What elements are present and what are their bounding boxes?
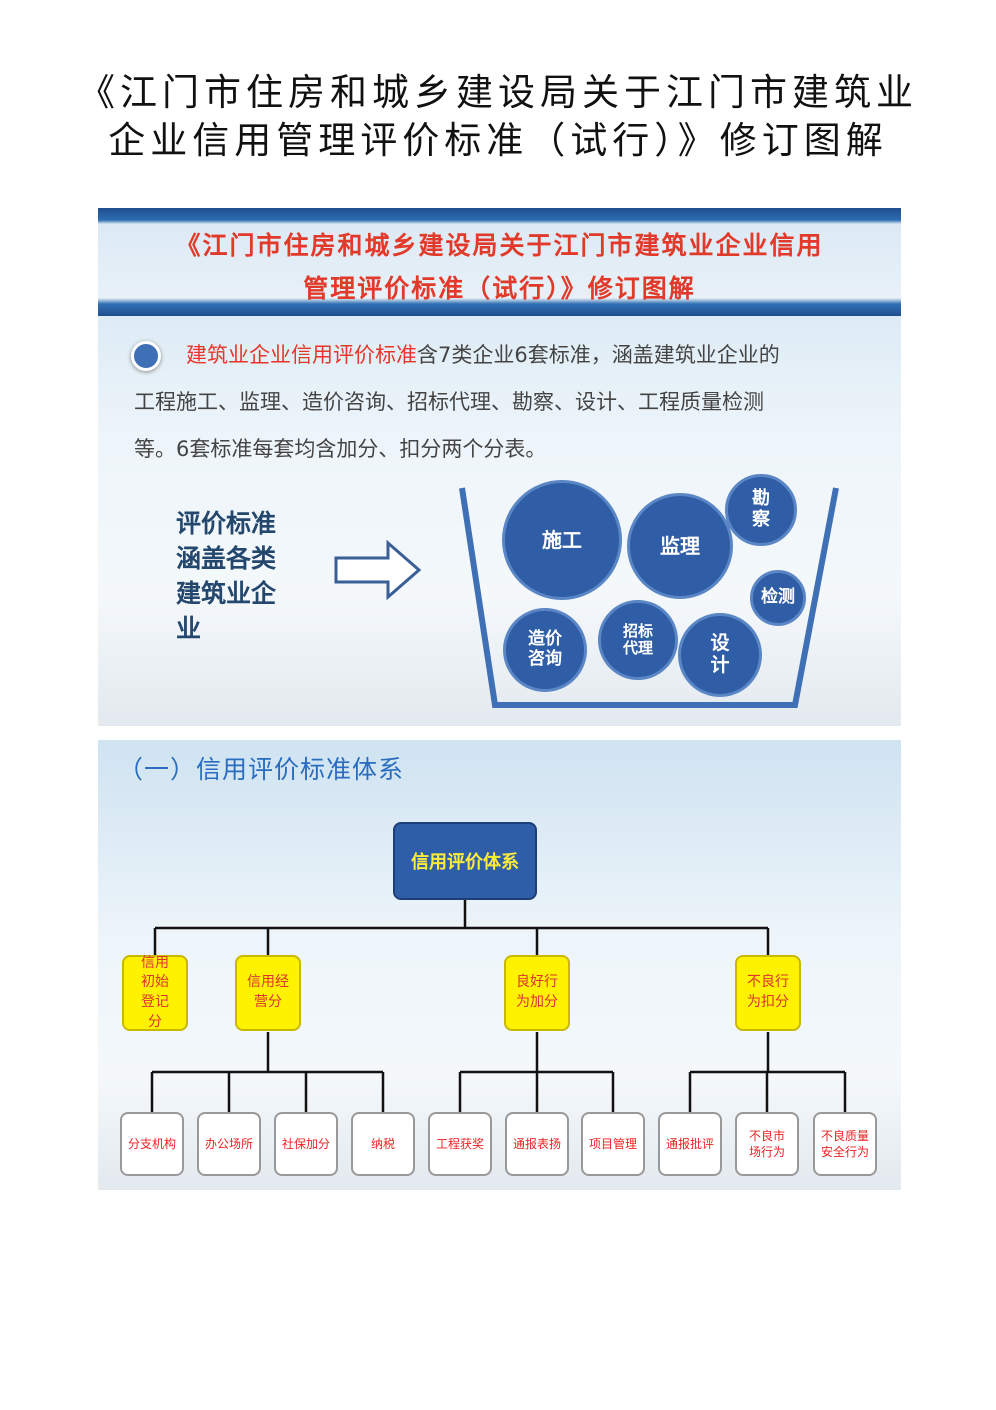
org-leaf-bad-quality-safety: 不良质量安全行为 bbox=[813, 1112, 877, 1176]
org-level2-operation: 信用经营分 bbox=[235, 955, 301, 1031]
banner-line1: 《江门市住房和城乡建设局关于江门市建筑业企业信用 bbox=[175, 231, 824, 260]
org-leaf-award: 工程获奖 bbox=[428, 1112, 492, 1176]
bucket-item-survey: 勘察 bbox=[725, 474, 797, 546]
bucket-item-supervision: 监理 bbox=[627, 493, 733, 599]
intro-line2: 工程施工、监理、造价咨询、招标代理、勘察、设计、工程质量检测 bbox=[134, 390, 764, 414]
bullet-icon bbox=[131, 341, 161, 371]
org-level2-bad-behavior: 不良行为扣分 bbox=[735, 955, 801, 1031]
document-title-line1: 《江门市住房和城乡建设局关于江门市建筑业 bbox=[78, 71, 918, 114]
bucket-item-testing: 检测 bbox=[750, 570, 806, 626]
intro-text1: 含7类企业6套标准，涵盖建筑业企业的 bbox=[417, 343, 780, 367]
section-title: （一）信用评价标准体系 bbox=[118, 755, 405, 784]
org-level2-initial: 信用初始登记分 bbox=[122, 955, 188, 1031]
side-text: 评价标准涵盖各类建筑业企业 bbox=[176, 509, 277, 643]
bucket-item-cost-consulting: 造价咨询 bbox=[503, 608, 587, 692]
org-leaf-tax: 纳税 bbox=[351, 1112, 415, 1176]
org-leaf-project-management: 项目管理 bbox=[581, 1112, 645, 1176]
banner: 《江门市住房和城乡建设局关于江门市建筑业企业信用 管理评价标准（试行）》修订图解 bbox=[98, 208, 901, 316]
org-leaf-office: 办公场所 bbox=[197, 1112, 261, 1176]
bucket-item-design: 设计 bbox=[678, 613, 762, 697]
org-root: 信用评价体系 bbox=[393, 822, 537, 900]
banner-line2: 管理评价标准（试行）》修订图解 bbox=[303, 274, 696, 303]
org-leaf-branch: 分支机构 bbox=[120, 1112, 184, 1176]
org-leaf-criticism: 通报批评 bbox=[658, 1112, 722, 1176]
bucket-icon bbox=[459, 487, 839, 708]
intro-line1: 建筑业企业信用评价标准含7类企业6套标准，涵盖建筑业企业的 bbox=[186, 332, 936, 379]
bucket-item-construction: 施工 bbox=[502, 480, 622, 600]
org-level2-good-behavior: 良好行为加分 bbox=[504, 955, 570, 1031]
bucket-item-bidding-agency: 招标代理 bbox=[598, 600, 678, 680]
arrow-right-icon bbox=[334, 540, 422, 600]
intro-line3: 等。6套标准每套均含加分、扣分两个分表。 bbox=[134, 437, 547, 461]
org-leaf-commendation: 通报表扬 bbox=[505, 1112, 569, 1176]
document-title-line2: 企业信用管理评价标准（试行）》修订图解 bbox=[108, 119, 888, 162]
org-leaf-social-security: 社保加分 bbox=[274, 1112, 338, 1176]
org-leaf-bad-market: 不良市场行为 bbox=[735, 1112, 799, 1176]
intro-highlight: 建筑业企业信用评价标准 bbox=[186, 343, 417, 367]
